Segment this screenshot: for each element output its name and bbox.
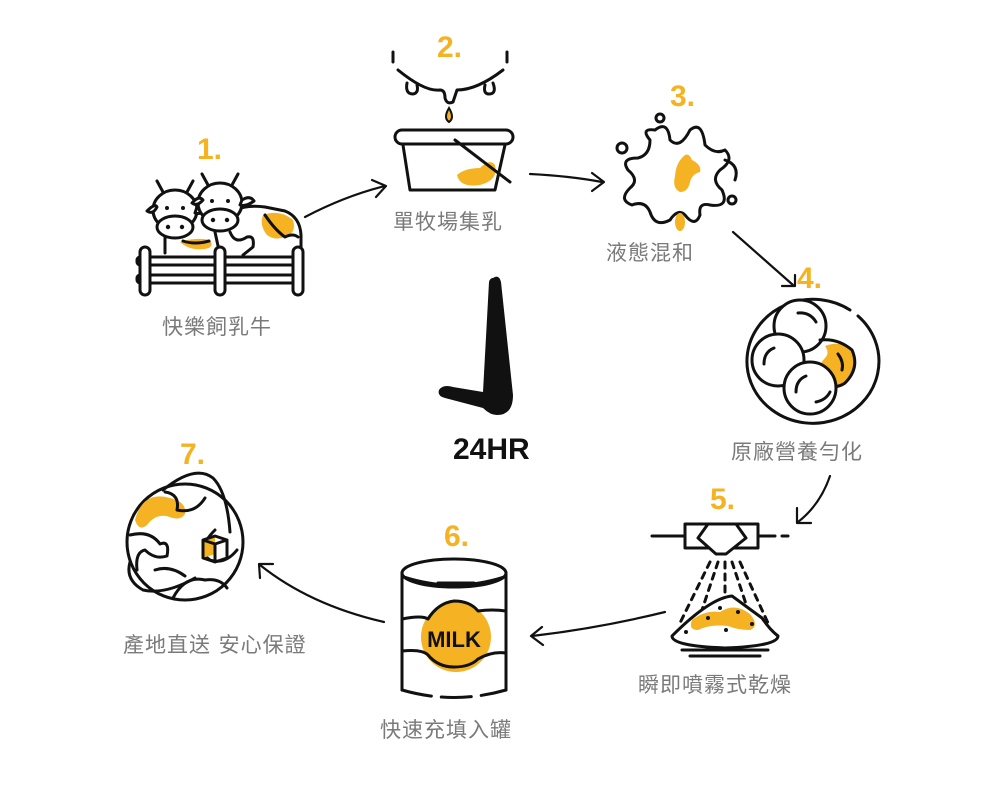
step-2-label: 單牧場集乳 [393,210,503,234]
arrow-3-to-4 [731,230,797,288]
clock-hands-icon [438,276,513,415]
step-6-number: 6. [444,520,470,553]
arrow-6-to-7 [257,562,386,624]
arrow-1-to-2 [303,178,388,219]
step-1-number: 1. [197,133,223,166]
step-5-number: 5. [710,483,736,516]
milk-splash-icon [615,112,738,231]
step-7-number: 7. [180,438,206,471]
globe-parcel-icon [125,471,245,602]
step-1-label: 快樂飼乳牛 [162,315,272,339]
step-2-number: 2. [437,31,463,64]
cows-behind-fence-icon [135,172,305,297]
step-4-number: 4. [797,262,823,295]
arrow-4-to-5 [795,474,832,525]
step-6-label: 快速充填入罐 [380,718,512,742]
arrow-5-to-6 [529,610,667,647]
center-label-24hr: 24HR [453,433,530,466]
step-4-label: 原廠營養勻化 [731,440,863,464]
homogenization-bowl-icon [745,297,881,425]
milk-can-text: MILK [427,627,481,652]
step-5-label: 瞬即噴霧式乾燥 [638,673,792,697]
step-7-label: 產地直送 安心保證 [123,633,307,657]
udder-milk-bucket-icon [391,50,515,192]
step-3-label: 液態混和 [606,241,694,265]
step-3-number: 3. [670,80,696,113]
milk-can-icon: MILK [400,557,508,699]
arrow-2-to-3 [528,171,606,193]
spray-dryer-icon [650,522,790,658]
